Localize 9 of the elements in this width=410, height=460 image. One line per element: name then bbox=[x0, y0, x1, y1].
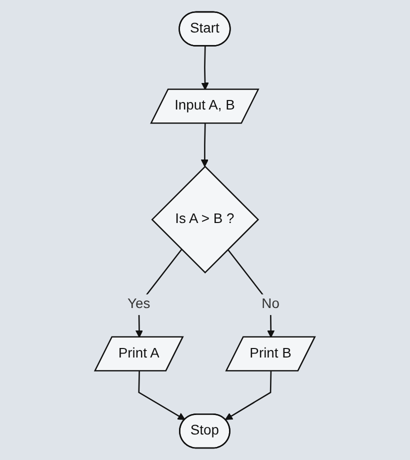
edge-label: No bbox=[262, 296, 280, 312]
arrow bbox=[201, 46, 209, 90]
arrow bbox=[136, 249, 182, 338]
arrow bbox=[227, 249, 275, 338]
arrow bbox=[200, 124, 209, 167]
edge-label: Yes bbox=[128, 296, 150, 312]
arrow bbox=[138, 371, 186, 420]
node-diamond: Is A > B ? bbox=[151, 166, 260, 274]
arrow bbox=[225, 371, 272, 420]
